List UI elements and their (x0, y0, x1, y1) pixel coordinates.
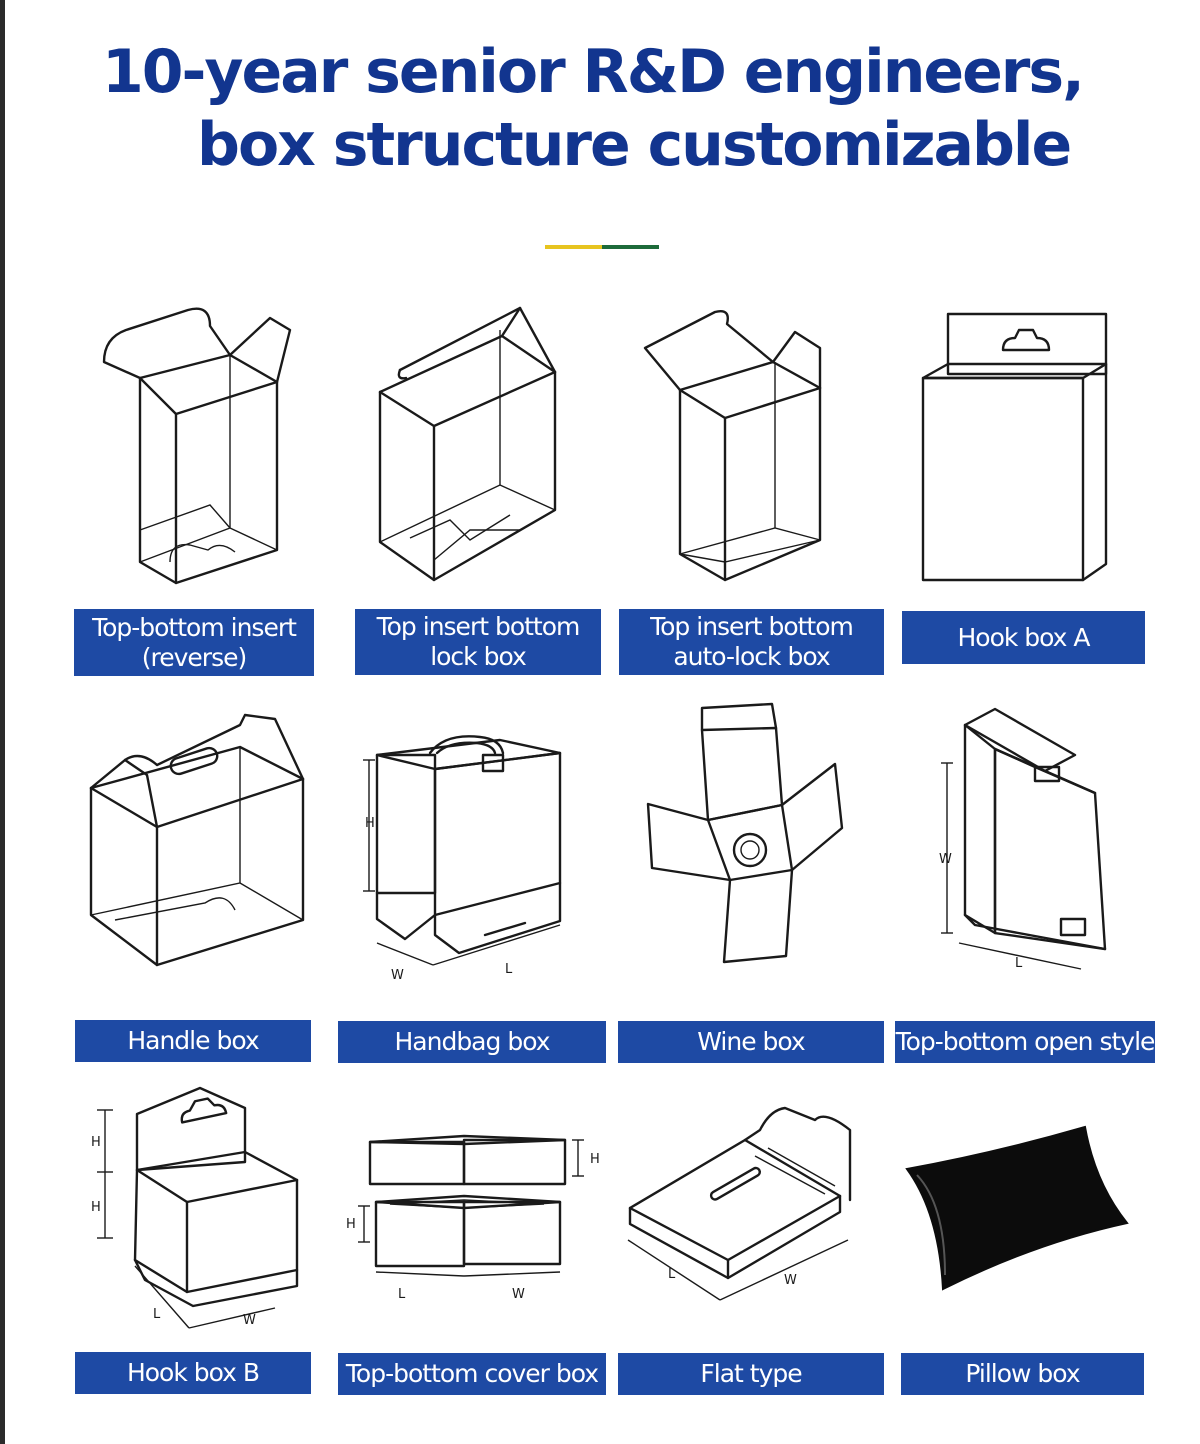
label-wine-box: Wine box (618, 1021, 884, 1063)
svg-text:L: L (398, 1287, 406, 1302)
pillow-box-icon (905, 1125, 1129, 1291)
label-handle-box: Handle box (75, 1020, 311, 1062)
svg-text:L: L (1015, 956, 1023, 971)
handbag-box-icon: H W L (363, 735, 562, 983)
left-edge-border (0, 0, 5, 1444)
svg-text:W: W (512, 1287, 525, 1302)
svg-text:L: L (668, 1267, 676, 1282)
svg-text:H: H (91, 1135, 101, 1150)
handle-box-icon (89, 713, 305, 967)
flat-box-icon: L W (627, 1106, 852, 1301)
svg-text:W: W (391, 968, 404, 983)
label-top-bottom-insert: Top-bottom insert (reverse) (74, 609, 314, 676)
label-flat-type: Flat type (618, 1353, 884, 1395)
label-top-bottom-open-style: Top-bottom open style (895, 1021, 1155, 1063)
label-auto-lock-box: Top insert bottom auto-lock box (619, 609, 884, 675)
svg-text:W: W (784, 1273, 797, 1288)
svg-text:H: H (365, 816, 375, 831)
svg-text:W: W (243, 1313, 256, 1328)
svg-text:L: L (153, 1307, 161, 1322)
hook-box-b-icon: H H L W (91, 1086, 299, 1329)
svg-text:H: H (590, 1152, 600, 1167)
label-top-bottom-cover-box: Top-bottom cover box (338, 1353, 606, 1395)
top-bottom-insert-box-icon (102, 307, 292, 585)
top-bottom-open-box-icon: W L (939, 707, 1107, 971)
svg-text:H: H (91, 1200, 101, 1215)
label-pillow-box: Pillow box (901, 1353, 1144, 1395)
svg-text:L: L (505, 962, 513, 977)
wine-box-icon (646, 702, 844, 964)
label-top-insert-bottom-lock: Top insert bottom lock box (355, 609, 601, 675)
label-hook-box-a: Hook box A (902, 611, 1145, 664)
hook-box-a-icon (921, 312, 1108, 582)
top-insert-bottom-lock-box-icon (378, 306, 557, 582)
svg-text:H: H (346, 1217, 356, 1232)
label-hook-box-b: Hook box B (75, 1352, 311, 1394)
divider-yellow (545, 245, 602, 249)
cover-box-icon: H H L W (346, 1134, 600, 1302)
page-title-line-1: 10-year senior R&D engineers, (102, 37, 1085, 107)
page-title-line-2: box structure customizable (197, 110, 1072, 180)
auto-lock-box-icon (643, 310, 822, 582)
divider-green (602, 245, 659, 249)
label-handbag-box: Handbag box (338, 1021, 606, 1063)
svg-text:W: W (939, 852, 952, 867)
